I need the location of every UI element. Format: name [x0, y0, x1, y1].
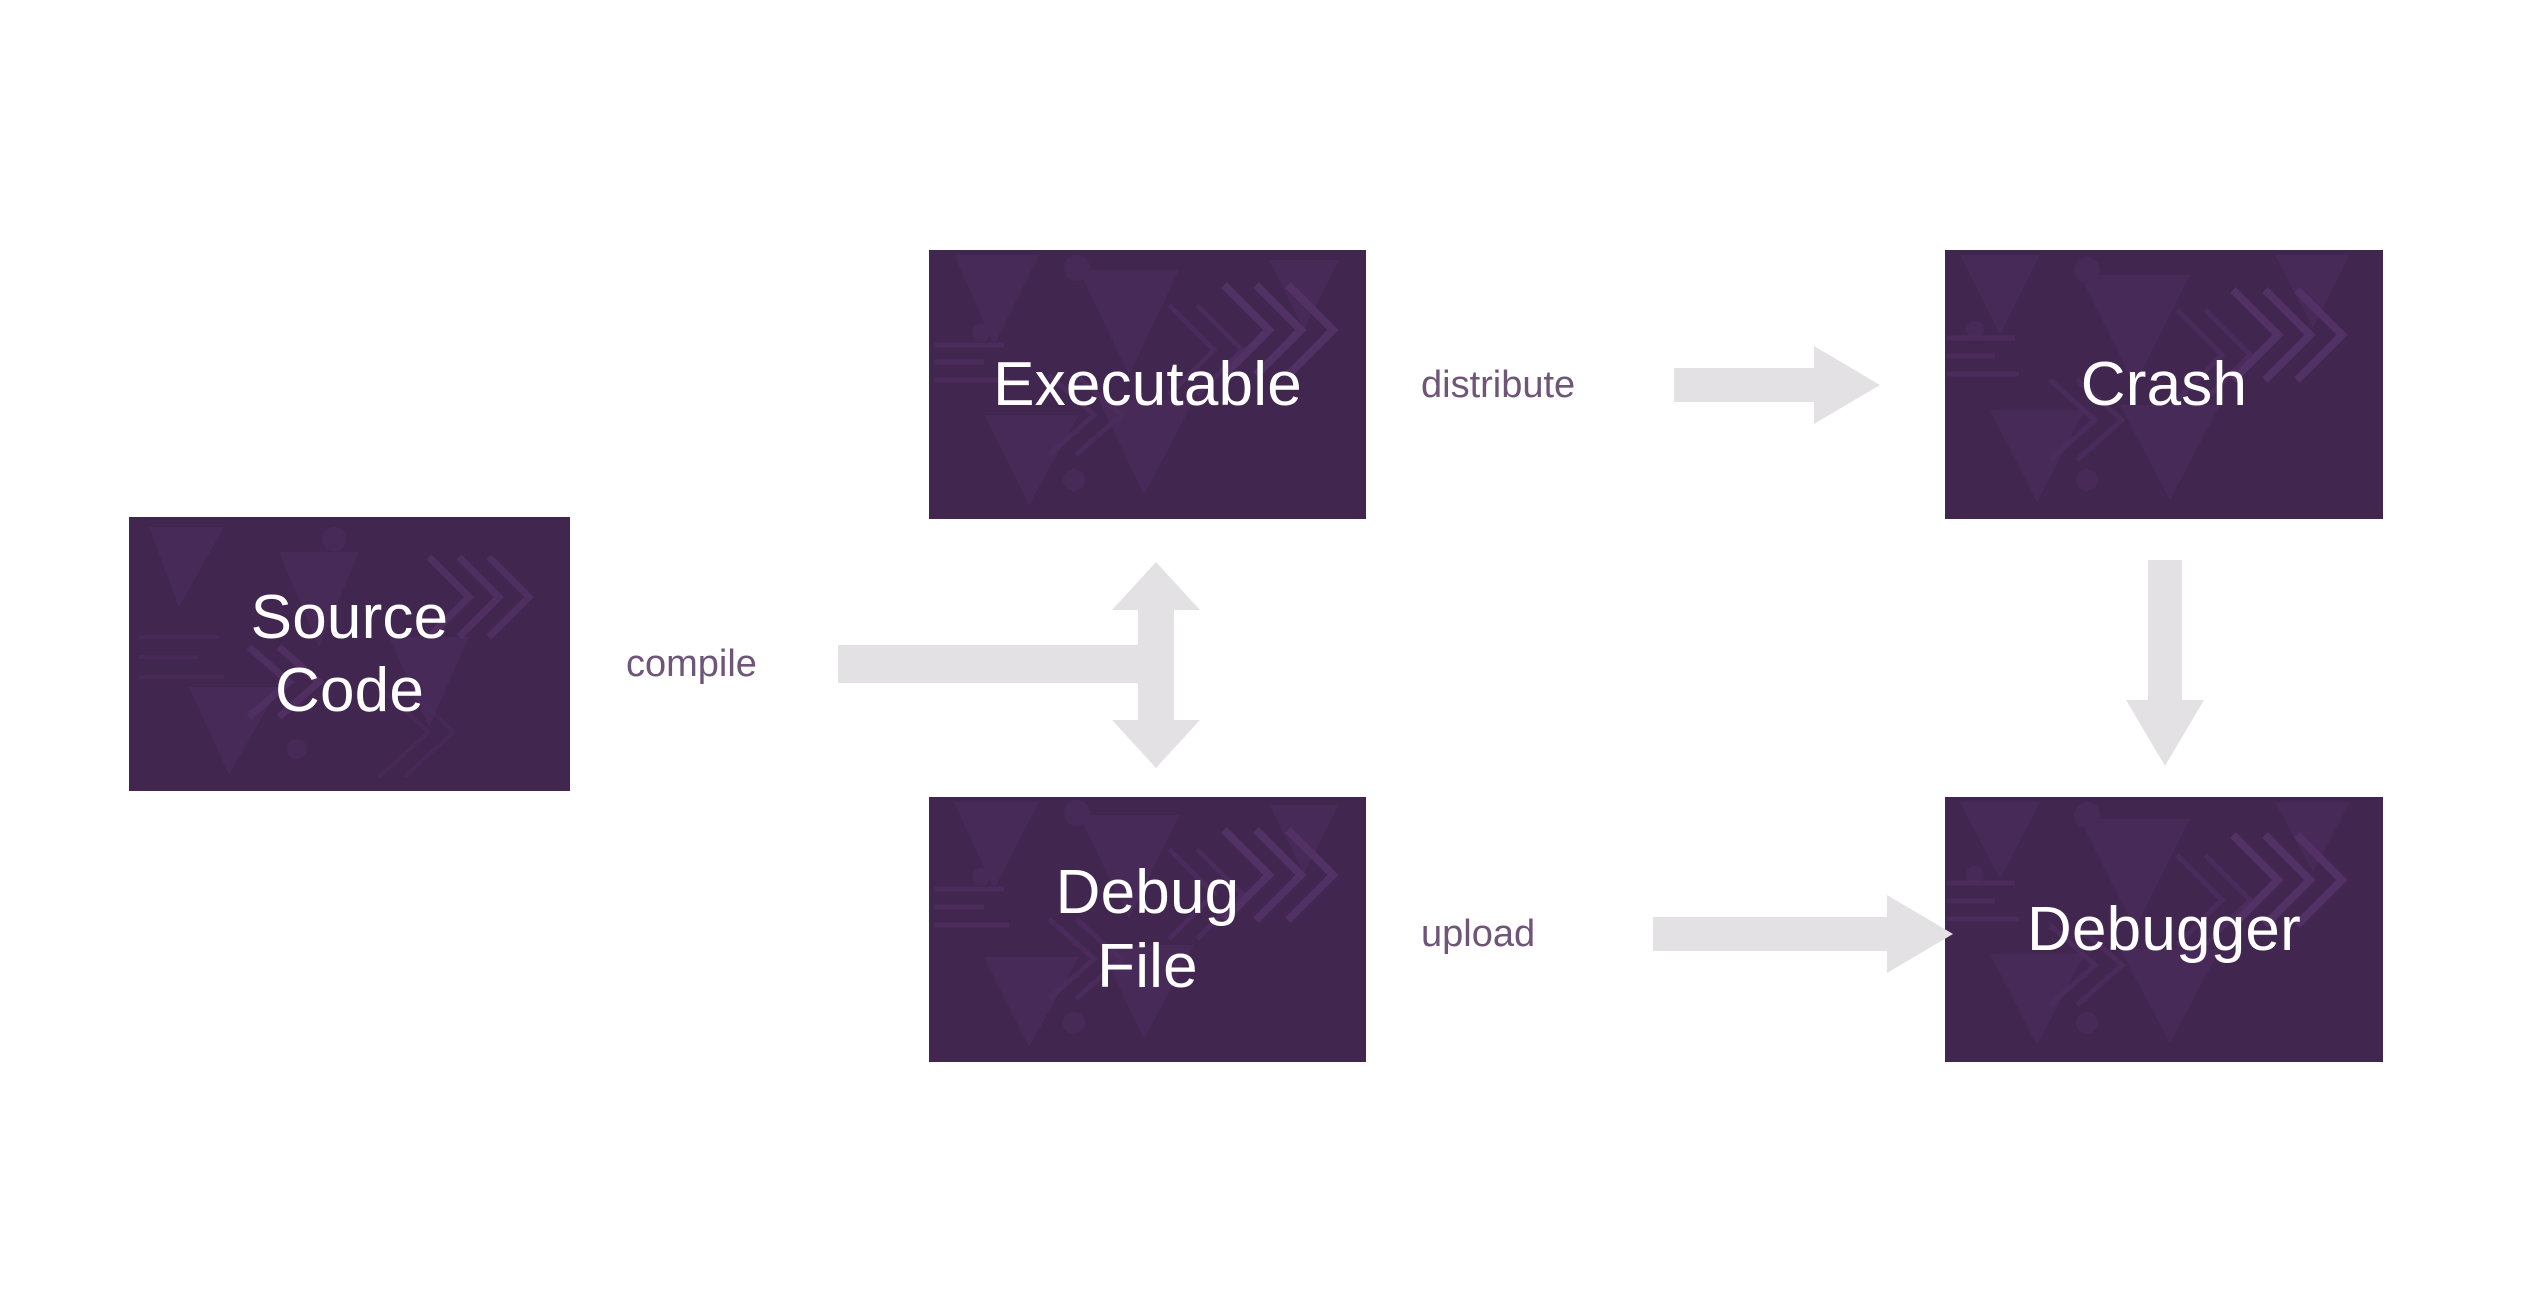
compile-split-double-arrow	[1108, 562, 1204, 768]
node-label: Debug File	[1055, 858, 1240, 1001]
node-source-code[interactable]: Source Code	[129, 517, 570, 791]
edge-label-distribute: distribute	[1421, 364, 1576, 406]
node-debugger[interactable]: Debugger	[1945, 797, 2383, 1062]
crash-to-debugger-arrow-down	[2126, 560, 2204, 766]
node-label: Debugger	[2027, 894, 2301, 964]
compile-connector-bar	[838, 640, 1138, 688]
node-label: Executable	[993, 349, 1302, 419]
node-label: Crash	[2080, 349, 2248, 419]
edge-label-upload: upload	[1421, 913, 1536, 955]
node-executable[interactable]: Executable	[929, 250, 1366, 519]
upload-arrow-right	[1653, 895, 1953, 973]
node-debug-file[interactable]: Debug File	[929, 797, 1366, 1062]
distribute-arrow-right	[1674, 346, 1880, 424]
edge-label-compile: compile	[626, 643, 757, 685]
node-crash[interactable]: Crash	[1945, 250, 2383, 519]
node-label: Source Code	[250, 582, 449, 725]
